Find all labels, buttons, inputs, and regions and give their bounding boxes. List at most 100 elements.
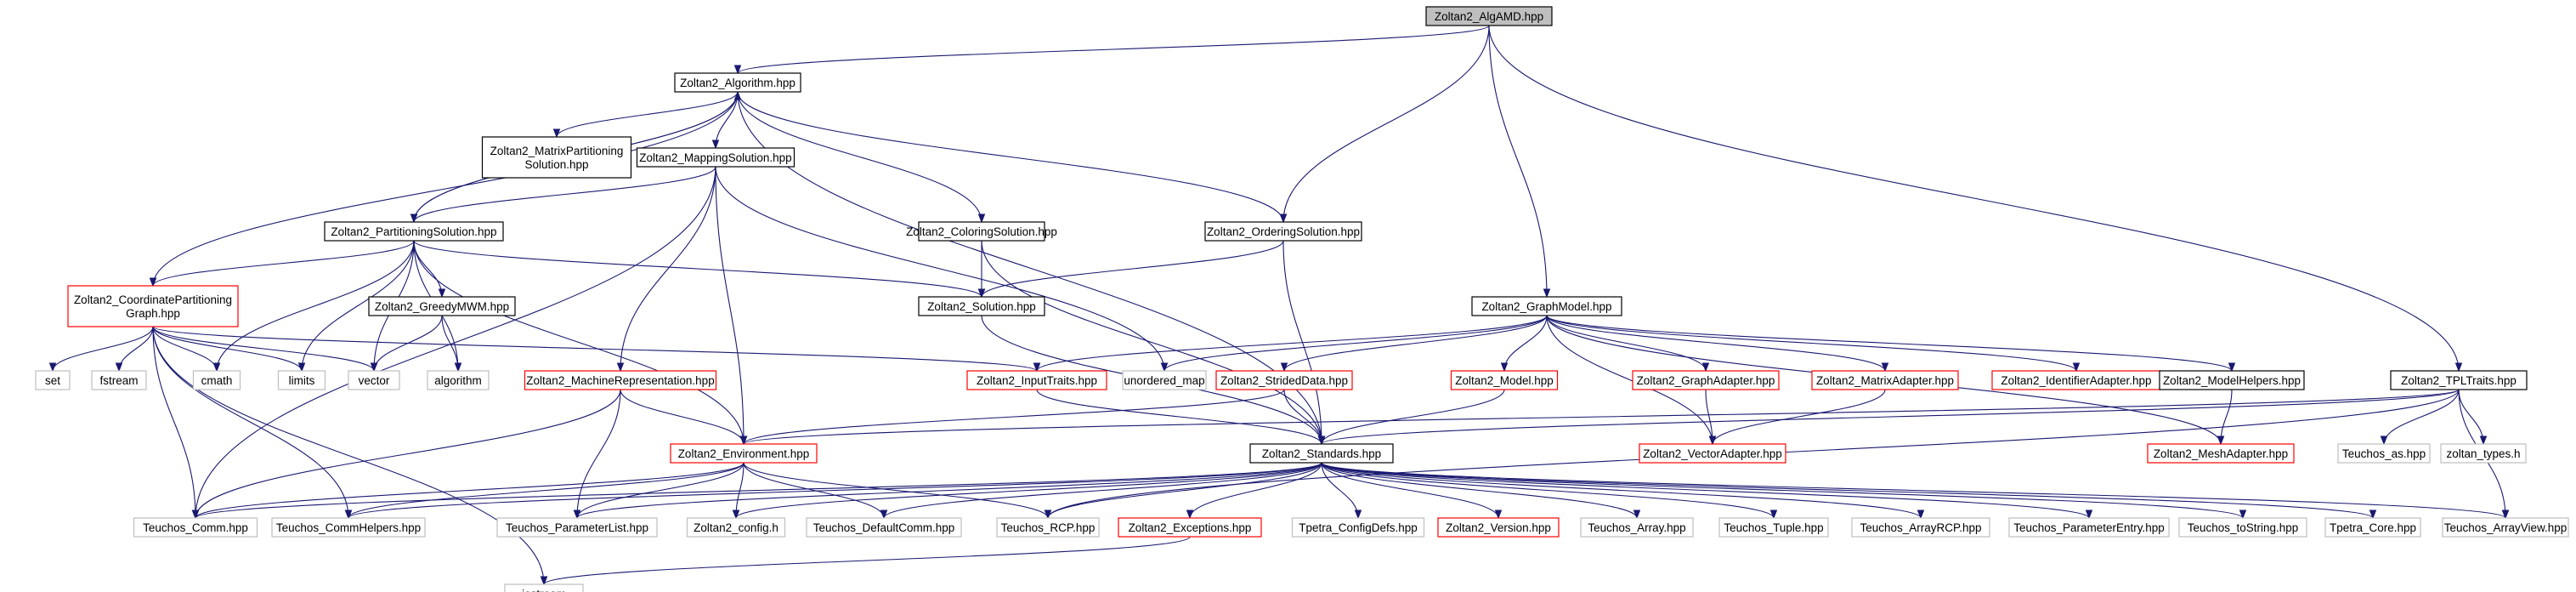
node-it[interactable]: Zoltan2_InputTraits.hpp bbox=[966, 370, 1107, 390]
edge-zexc-to-ios bbox=[540, 536, 1191, 586]
node-ma[interactable]: Zoltan2_MatrixAdapter.hpp bbox=[1811, 370, 1959, 390]
node-label: Zoltan2_StridedData.hpp bbox=[1220, 374, 1348, 387]
node-label: Zoltan2_MachineRepresentation.hpp bbox=[526, 374, 714, 387]
node-sol[interactable]: Zoltan2_Solution.hpp bbox=[918, 296, 1045, 316]
node-box bbox=[271, 517, 426, 538]
edge-alg-to-os bbox=[737, 91, 1288, 224]
node-box bbox=[1204, 221, 1362, 242]
node-box bbox=[670, 443, 818, 464]
node-va[interactable]: Zoltan2_VectorAdapter.hpp bbox=[1639, 443, 1786, 464]
node-label: Teuchos_ParameterEntry.hpp bbox=[2013, 521, 2165, 534]
node-box bbox=[2178, 517, 2307, 538]
node-tav: Teuchos_ArrayView.hpp bbox=[2442, 517, 2569, 538]
node-label: Teuchos_ParameterList.hpp bbox=[506, 521, 648, 534]
node-label: Zoltan2_Version.hpp bbox=[1446, 521, 1551, 534]
node-sd[interactable]: Zoltan2_StridedData.hpp bbox=[1215, 370, 1353, 390]
node-tpl[interactable]: Zoltan2_TPLTraits.hpp bbox=[2390, 370, 2528, 390]
edge-root-to-alg bbox=[733, 25, 1490, 75]
node-box bbox=[2390, 370, 2528, 390]
node-box bbox=[636, 147, 795, 168]
edge-std-to-ttup bbox=[1321, 462, 1778, 520]
edge-cpg-to-fstream bbox=[115, 326, 154, 373]
node-box bbox=[1215, 370, 1353, 390]
node-ia[interactable]: Zoltan2_IdentifierAdapter.hpp bbox=[1991, 370, 2161, 390]
node-box bbox=[35, 370, 71, 390]
node-label: vector bbox=[359, 374, 390, 387]
edge-sd-to-std bbox=[1283, 389, 1326, 446]
node-tts: Teuchos_toString.hpp bbox=[2178, 517, 2307, 538]
node-gmwm[interactable]: Zoltan2_GreedyMWM.hpp bbox=[368, 296, 516, 316]
node-ga[interactable]: Zoltan2_GraphAdapter.hpp bbox=[1632, 370, 1780, 390]
node-mr[interactable]: Zoltan2_MachineRepresentation.hpp bbox=[524, 370, 717, 390]
node-gm[interactable]: Zoltan2_GraphModel.hpp bbox=[1471, 296, 1622, 316]
node-mh[interactable]: Zoltan2_ModelHelpers.hpp bbox=[2159, 370, 2305, 390]
node-label: Zoltan2_Exceptions.hpp bbox=[1129, 521, 1252, 534]
node-set: set bbox=[35, 370, 71, 390]
node-map[interactable]: Zoltan2_MappingSolution.hpp bbox=[636, 147, 795, 168]
node-label: algorithm bbox=[434, 374, 482, 387]
node-box bbox=[1122, 370, 1207, 390]
node-label: Teuchos_Tuple.hpp bbox=[1724, 521, 1823, 534]
node-tarcp: Teuchos_ArrayRCP.hpp bbox=[1851, 517, 1990, 538]
node-box bbox=[524, 370, 717, 390]
edge-env-to-tpl_list bbox=[573, 462, 744, 520]
edge-gm-to-ia bbox=[1546, 315, 2081, 373]
node-box bbox=[1425, 6, 1553, 26]
node-limits: limits bbox=[277, 370, 326, 390]
node-label: Zoltan2_OrderingSolution.hpp bbox=[1207, 225, 1360, 238]
node-box bbox=[2442, 517, 2569, 538]
edge-cs-to-sol bbox=[977, 240, 986, 299]
node-box bbox=[2147, 443, 2295, 464]
node-label: Zoltan2_TPLTraits.hpp bbox=[2401, 374, 2517, 387]
edge-gmwm-to-vector bbox=[370, 315, 443, 373]
node-box bbox=[504, 583, 584, 592]
node-box bbox=[67, 285, 239, 327]
node-zexc[interactable]: Zoltan2_Exceptions.hpp bbox=[1118, 517, 1262, 538]
node-label: Zoltan2_InputTraits.hpp bbox=[977, 374, 1097, 387]
node-label: unordered_map bbox=[1124, 374, 1204, 387]
edge-ps-to-env bbox=[413, 240, 748, 446]
node-env[interactable]: Zoltan2_Environment.hpp bbox=[670, 443, 818, 464]
node-box bbox=[806, 517, 962, 538]
node-ps[interactable]: Zoltan2_PartitioningSolution.hpp bbox=[324, 221, 504, 242]
node-box bbox=[918, 296, 1045, 316]
edge-map-to-umap bbox=[715, 166, 1169, 373]
node-tdc: Teuchos_DefaultComm.hpp bbox=[806, 517, 962, 538]
node-os[interactable]: Zoltan2_OrderingSolution.hpp bbox=[1204, 221, 1362, 242]
node-model[interactable]: Zoltan2_Model.hpp bbox=[1450, 370, 1559, 390]
node-box bbox=[674, 72, 801, 93]
node-box bbox=[2324, 517, 2421, 538]
node-box bbox=[1580, 517, 1694, 538]
node-box bbox=[1811, 370, 1959, 390]
node-cs[interactable]: Zoltan2_ColoringSolution.hpp bbox=[906, 221, 1057, 242]
edge-cpg-to-ios bbox=[152, 326, 548, 586]
node-box bbox=[2008, 517, 2170, 538]
node-box bbox=[277, 370, 326, 390]
edge-tpl-to-env bbox=[739, 389, 2460, 446]
node-box bbox=[2337, 443, 2431, 464]
edge-std-to-tdc bbox=[880, 462, 1322, 520]
node-label: Zoltan2_GreedyMWM.hpp bbox=[375, 300, 509, 313]
node-label: Teuchos_CommHelpers.hpp bbox=[276, 521, 421, 534]
edge-std-to-tarr bbox=[1321, 462, 1641, 520]
node-alg[interactable]: Zoltan2_Algorithm.hpp bbox=[674, 72, 801, 93]
edge-alg-to-mps bbox=[552, 91, 739, 139]
node-box bbox=[368, 296, 516, 316]
edge-mr-to-env bbox=[620, 389, 748, 446]
edge-std-to-trcp bbox=[1044, 462, 1322, 520]
edge-ma-to-va bbox=[1708, 389, 1886, 446]
edge-ps-to-sol bbox=[413, 240, 986, 299]
node-box bbox=[996, 517, 1100, 538]
edge-std-to-zcfg bbox=[732, 462, 1322, 520]
node-label: Zoltan2_ModelHelpers.hpp bbox=[2163, 374, 2301, 387]
node-label: Zoltan2_VectorAdapter.hpp bbox=[1643, 447, 1782, 460]
edge-std-to-tarcp bbox=[1321, 462, 1925, 520]
node-mesh[interactable]: Zoltan2_MeshAdapter.hpp bbox=[2147, 443, 2295, 464]
edge-root-to-gm bbox=[1488, 25, 1551, 299]
node-zver[interactable]: Zoltan2_Version.hpp bbox=[1437, 517, 1560, 538]
edge-cpg-to-it bbox=[152, 326, 1041, 373]
node-std[interactable]: Zoltan2_Standards.hpp bbox=[1249, 443, 1394, 464]
node-box bbox=[2440, 443, 2527, 464]
